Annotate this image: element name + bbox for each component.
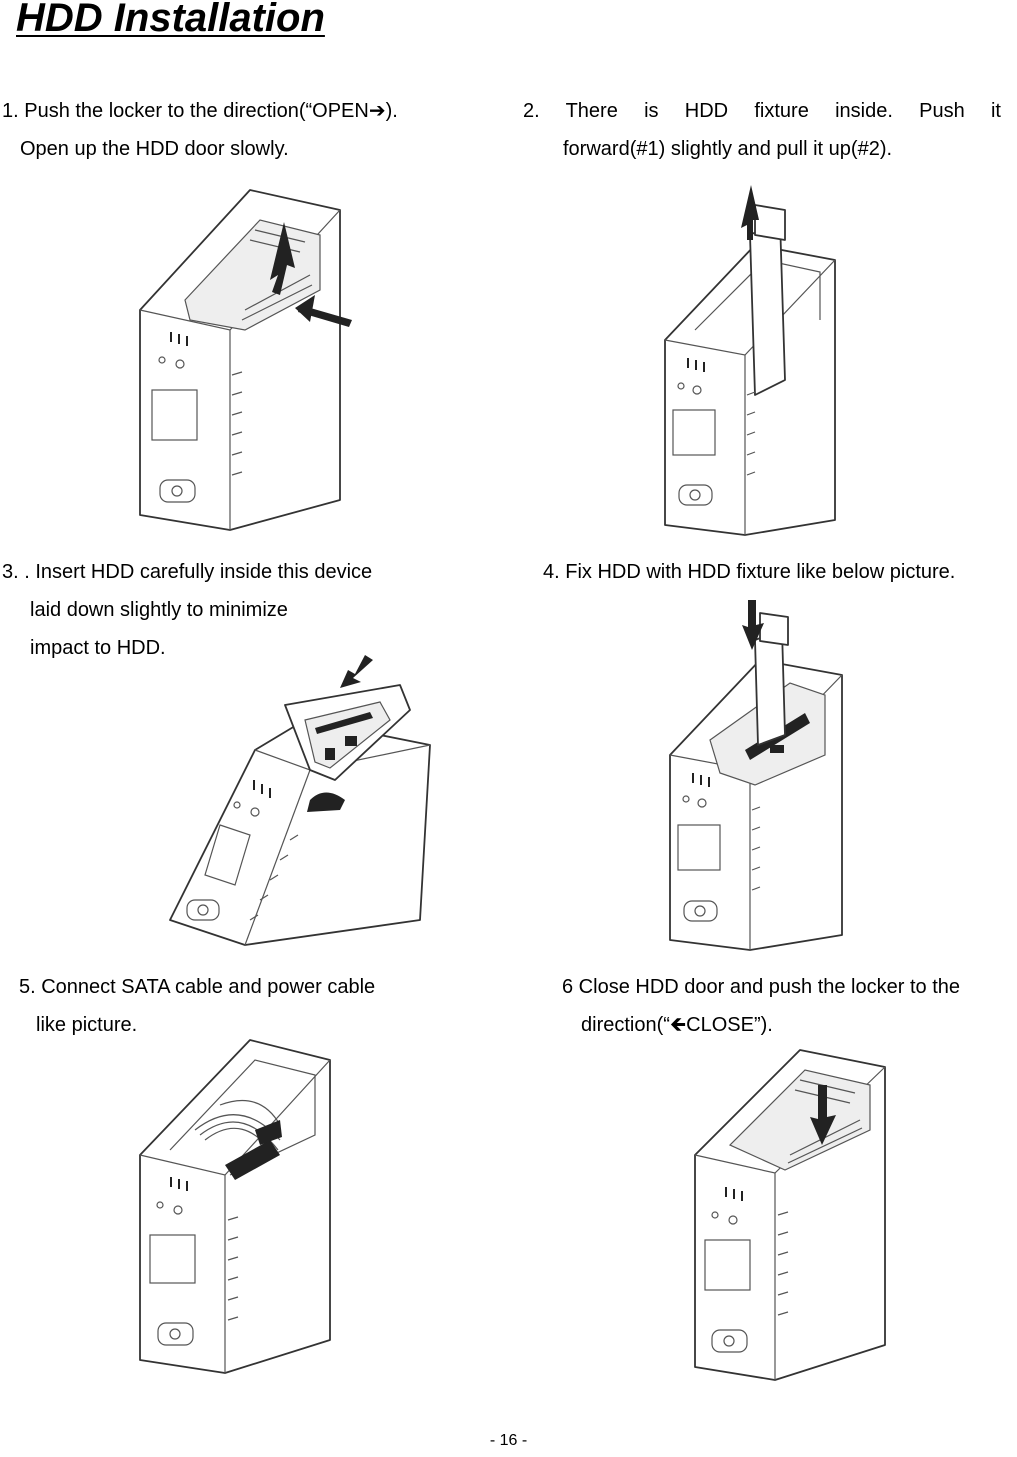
power-cable	[219, 1099, 282, 1180]
step-2-line-1: 2. There is HDD fixture inside. Push it	[523, 100, 1001, 122]
led-indicators-icon	[711, 1187, 743, 1225]
enclosure-illustration-4	[669, 600, 843, 951]
step-3-text: 3. . Insert HDD carefully inside this de…	[2, 553, 462, 667]
display-window	[677, 824, 721, 871]
led-indicators-icon	[233, 780, 271, 817]
arrow-down-icon	[742, 600, 764, 650]
side-grip-pattern	[746, 391, 756, 476]
hdd-fixture	[749, 204, 786, 396]
figure-6	[690, 1045, 890, 1385]
step-6-text: 6 Close HDD door and push the locker to …	[562, 968, 1014, 1044]
step-3-line-3: impact to HDD.	[30, 637, 166, 659]
step-6-line-2: direction(“🡸CLOSE”).	[581, 1014, 773, 1036]
figure-3	[165, 650, 445, 950]
display-window	[151, 389, 198, 441]
page-title: HDD Installation	[16, 0, 325, 40]
side-grip-pattern	[777, 1211, 789, 1316]
power-button-icon	[683, 900, 718, 922]
led-indicators-icon	[158, 332, 188, 369]
step-6-line-1: 6 Close HDD door and push the locker to …	[562, 976, 960, 998]
side-grip-pattern	[249, 834, 299, 921]
side-grip-pattern	[751, 806, 761, 891]
side-grip-pattern	[227, 1216, 239, 1321]
side-grip-pattern	[231, 371, 243, 476]
figure-4	[660, 595, 850, 957]
led-indicators-icon	[677, 358, 705, 395]
step-5-line-2: like picture.	[36, 1014, 138, 1036]
figure-1	[130, 180, 370, 540]
step-2-text: 2. There is HDD fixture inside. Push it …	[523, 92, 1001, 168]
display-window	[204, 824, 251, 886]
step-2-line-2: forward(#1) slightly and pull it up(#2).	[563, 138, 893, 160]
enclosure-illustration-6	[694, 1049, 886, 1381]
step-3-line-2: laid down slightly to minimize	[30, 599, 288, 621]
enclosure-illustration-3	[169, 655, 431, 946]
step-3-line-1: 3. . Insert HDD carefully inside this de…	[2, 561, 373, 583]
arrow-push-icon	[295, 295, 352, 327]
figure-2	[655, 180, 845, 540]
display-window	[704, 1239, 751, 1291]
enclosure-illustration-1	[139, 189, 352, 531]
enclosure-illustration-5	[139, 1039, 331, 1374]
step-5-text: 5. Connect SATA cable and power cable li…	[19, 968, 459, 1044]
led-indicators-icon	[682, 773, 710, 808]
power-button-icon	[711, 1329, 748, 1353]
power-button-icon	[157, 1322, 194, 1346]
step-1-line-1: 1. Push the locker to the direction(“OPE…	[2, 100, 398, 122]
power-button-icon	[186, 899, 220, 921]
enclosure-illustration-2	[664, 185, 836, 536]
step-4-text: 4. Fix HDD with HDD fixture like below p…	[543, 553, 1013, 591]
hard-disk-drive	[284, 684, 411, 812]
arrow-up-icon	[741, 185, 759, 240]
step-1-text: 1. Push the locker to the direction(“OPE…	[2, 92, 472, 168]
led-indicators-icon	[156, 1177, 188, 1215]
arrow-down-icon	[810, 1085, 836, 1145]
figure-5	[130, 1035, 345, 1380]
step-5-line-1: 5. Connect SATA cable and power cable	[19, 976, 376, 998]
arrow-down-icon	[340, 655, 373, 688]
page-number: - 16 -	[489, 1432, 528, 1449]
hdd-fixture	[754, 612, 789, 746]
power-button-icon	[159, 479, 196, 503]
display-window	[672, 409, 716, 456]
arrow-up-icon	[270, 222, 295, 295]
step-4-line-1: 4. Fix HDD with HDD fixture like below p…	[543, 561, 956, 583]
display-window	[149, 1234, 196, 1284]
power-button-icon	[678, 484, 713, 506]
step-1-line-2: Open up the HDD door slowly.	[20, 138, 289, 160]
